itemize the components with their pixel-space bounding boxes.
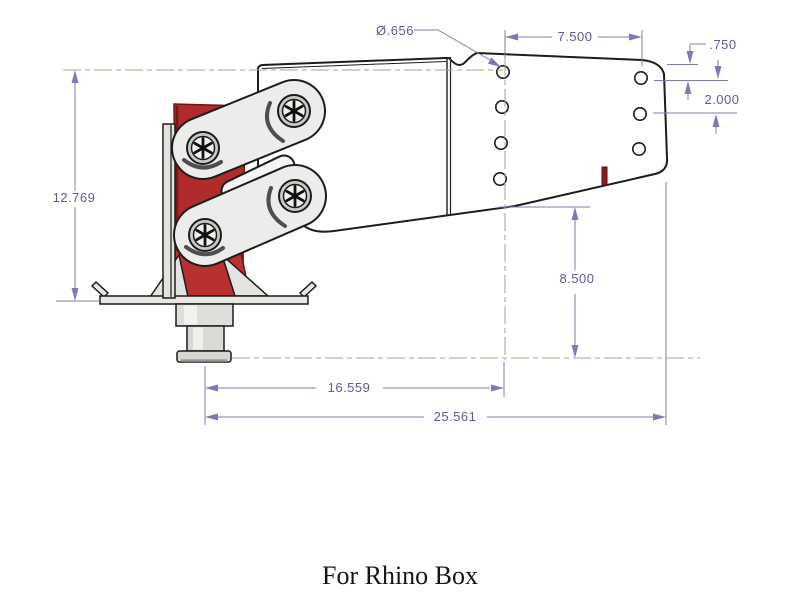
dim-overall-height: 12.769 [53,70,100,302]
dim-overall-length: 25.561 [205,182,667,425]
red-mark [601,166,608,186]
bolt-head [186,131,220,165]
hole [493,136,508,151]
bolt-head [188,218,222,252]
dim-top-edge-to-hole: .750 [654,37,736,100]
dim-text-overall-height: 12.769 [53,190,96,205]
dim-text-hole-diameter: Ø.656 [376,23,414,38]
hole [632,107,647,122]
dim-plate-drop: 8.500 [500,206,594,358]
bolt-head [277,94,311,128]
dim-text-plate-drop: 8.500 [559,271,594,286]
hole [492,172,507,187]
centerlines [63,58,700,360]
hole [633,71,648,86]
dim-foot-to-holes-length: 16.559 [204,362,505,425]
hole [494,100,509,115]
hole [631,142,646,157]
hole [495,65,510,80]
side-plate [162,123,176,299]
dim-text-overall-length: 25.561 [434,409,477,424]
dim-hole-diameter: Ø.656 [376,23,501,67]
dim-text-hole-pitch: 2.000 [704,92,739,107]
dim-text-hole-column-spacing: 7.500 [557,29,592,44]
dim-hole-pitch: 2.000 [653,60,739,134]
drawing-title: For Rhino Box [322,561,478,590]
dim-hole-column-spacing: 7.500 [504,29,643,66]
plate-holes [492,65,648,187]
dim-text-foot-to-holes-length: 16.559 [328,380,371,395]
dim-text-top-edge-to-hole: .750 [709,37,736,52]
bolt-head [278,179,312,213]
bolt-heads [186,94,312,252]
